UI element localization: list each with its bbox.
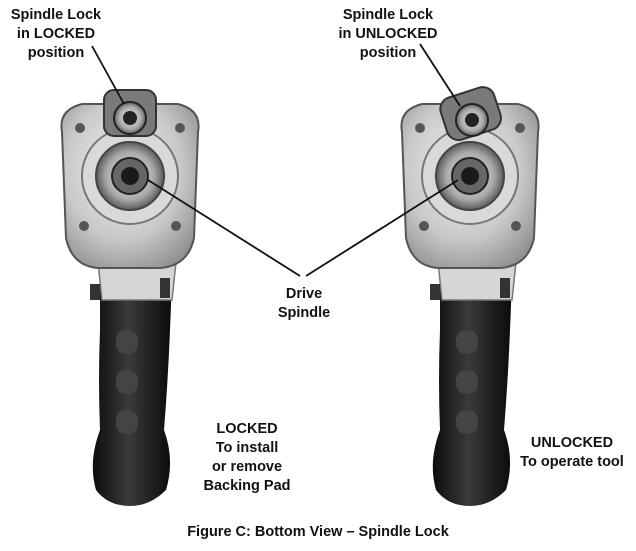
label-drive-spindle: Drive Spindle — [277, 286, 331, 321]
label-spindle-lock-locked: Spindle Lock in LOCKED position — [10, 7, 102, 61]
label-unlocked-note: UNLOCKED To operate tool — [520, 435, 624, 470]
figure-caption: Figure C: Bottom View – Spindle Lock — [187, 524, 449, 540]
label-spindle-lock-unlocked: Spindle Lock in UNLOCKED position — [338, 7, 438, 61]
label-locked-note: LOCKED To install or remove Backing Pad — [203, 421, 291, 494]
leader-lines — [91, 43, 461, 277]
left-tool-illustration — [60, 89, 200, 506]
